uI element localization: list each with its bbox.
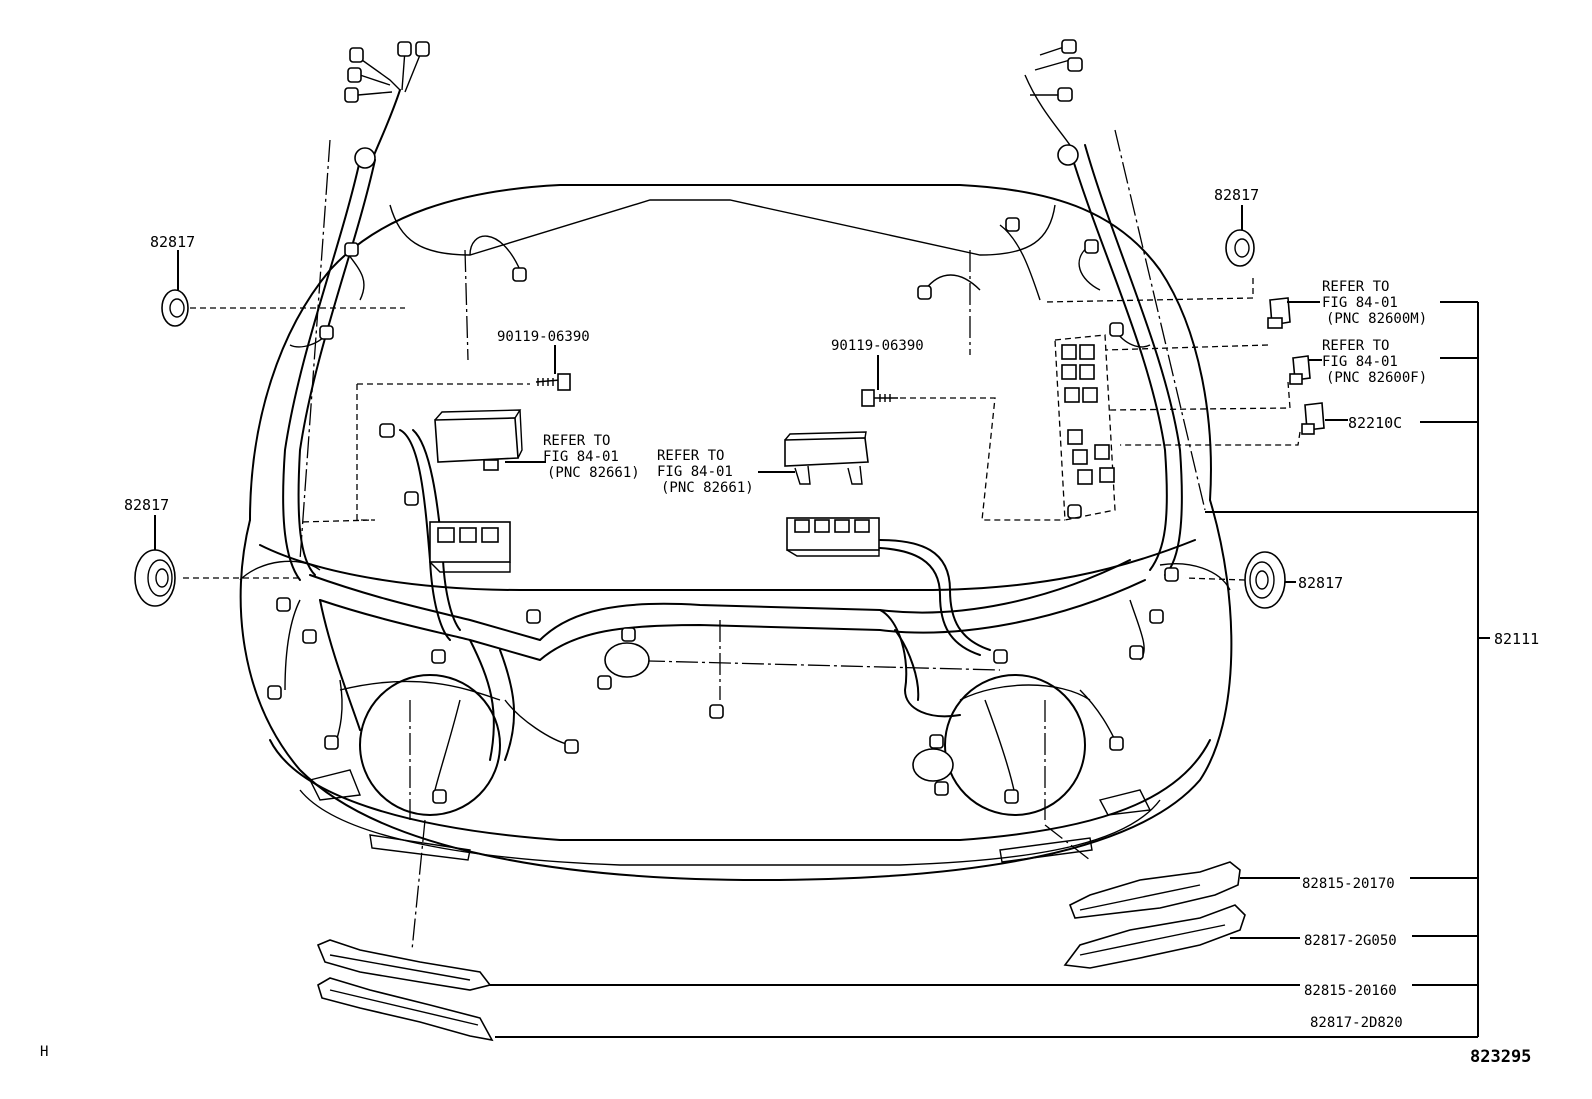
label-refer-left-1: REFER TO [543,433,610,449]
junction-boxes [429,334,1116,573]
label-bracket-l2: 82817-2D820 [1310,1015,1403,1031]
label-relay-82210c: 82210C [1348,414,1402,432]
dashed-leaders [183,278,1301,581]
relay-block-left [429,521,511,573]
relay-block-center [786,517,880,557]
vehicle-body-outline [239,184,1233,881]
label-grommet-left-mid: 82817 [124,496,169,514]
label-bracket-r2: 82817-2G050 [1304,933,1397,949]
label-bolt-right: 90119-06390 [831,338,924,354]
solid-leaders [154,205,1490,1038]
bracket-82815-20170 [1068,861,1241,919]
brackets [316,861,1246,1042]
grommets [134,229,1286,609]
bolt-left [535,345,571,391]
bracket-82817-2D820 [317,977,494,1042]
label-refer-center-3: (PNC 82661) [661,480,754,496]
reference-centerlines [299,129,1206,951]
bolt-right [861,355,898,407]
grommet-left-mid [134,549,176,607]
label-diagram-id: 823295 [1470,1047,1531,1067]
fuse-box-right [1054,334,1116,521]
label-corner-mark: H [40,1044,48,1060]
label-refer-center-1: REFER TO [657,448,724,464]
label-bolt-left: 90119-06390 [497,329,590,345]
label-refer-center-2: FIG 84-01 [657,464,733,480]
grommet-right-top [1225,229,1255,267]
grommet-right-mid [1244,551,1286,609]
label-grommet-left-top: 82817 [150,233,195,251]
label-refer-relay-f-3: (PNC 82600F) [1326,370,1427,386]
label-refer-relay-m-3: (PNC 82600M) [1326,311,1427,327]
label-grommet-right-top: 82817 [1214,186,1259,204]
harness-connectors [267,39,1179,804]
label-refer-left-2: FIG 84-01 [543,449,619,465]
label-bracket-l1: 82815-20160 [1304,983,1397,999]
label-refer-relay-f-2: FIG 84-01 [1322,354,1398,370]
label-harness-main: 82111 [1494,630,1539,648]
part-labels: 82817 82817 82817 82817 90119-06390 9011… [40,186,1539,1067]
junction-block-center [784,431,869,485]
bracket-82817-2G050 [1063,904,1246,969]
label-bracket-r1: 82815-20170 [1302,876,1395,892]
bolts [535,345,898,407]
junction-block-left [434,409,523,471]
relays-right [1267,297,1325,435]
label-grommet-right-mid: 82817 [1298,574,1343,592]
label-refer-relay-m-1: REFER TO [1322,279,1389,295]
grommet-left-top [161,289,189,327]
label-refer-relay-m-2: FIG 84-01 [1322,295,1398,311]
label-refer-left-3: (PNC 82661) [547,465,640,481]
label-refer-relay-f-1: REFER TO [1322,338,1389,354]
